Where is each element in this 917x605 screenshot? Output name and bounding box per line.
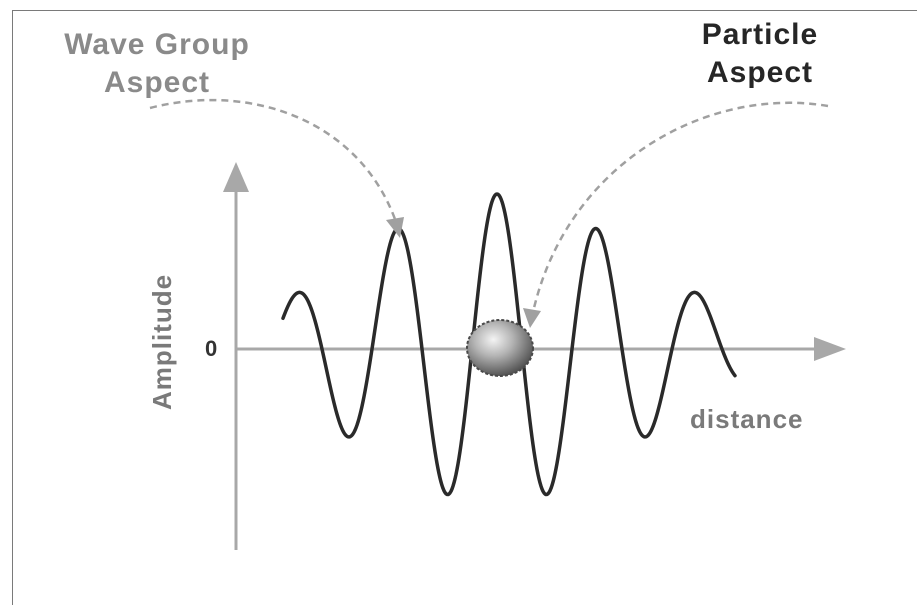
wave-group-aspect-line1: Wave Group bbox=[64, 28, 250, 61]
particle-pointer-arrowhead bbox=[523, 308, 541, 328]
frame-border-top bbox=[12, 10, 917, 11]
wave-group-aspect-line2: Aspect bbox=[103, 66, 211, 99]
particle-ball bbox=[466, 319, 534, 377]
particle-aspect-line1: Particle bbox=[701, 18, 819, 51]
wave-packet-curve bbox=[281, 192, 737, 497]
particle-aspect-label: Particle Aspect bbox=[660, 16, 860, 92]
particle-pointer-arrow bbox=[532, 101, 829, 309]
distance-axis-label: distance bbox=[690, 404, 804, 434]
wave-group-pointer-arrow bbox=[149, 98, 398, 223]
wave-group-aspect-label: Wave Group Aspect bbox=[42, 26, 272, 102]
frame-border-left bbox=[12, 10, 13, 605]
particle-aspect-line2: Aspect bbox=[706, 56, 814, 89]
wave-group-pointer-arrowhead bbox=[386, 217, 404, 238]
amplitude-axis-arrowhead bbox=[223, 162, 249, 192]
amplitude-axis-label: Amplitude bbox=[147, 273, 177, 411]
zero-tick-label: 0 bbox=[205, 336, 218, 361]
distance-axis-arrowhead bbox=[814, 337, 846, 361]
